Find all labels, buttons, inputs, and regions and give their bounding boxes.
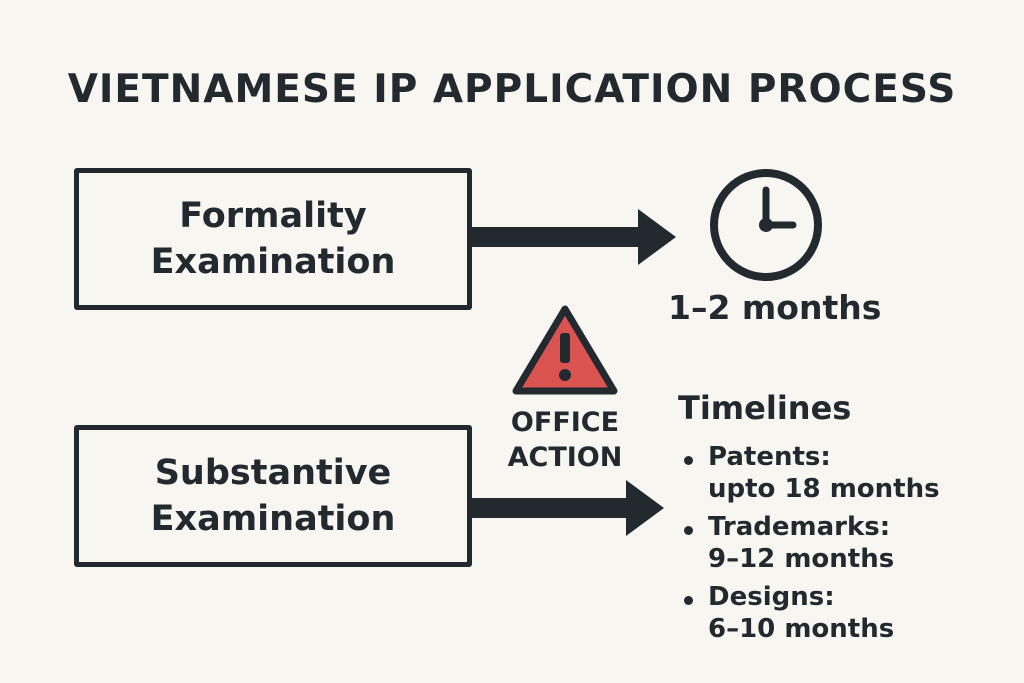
timeline-item-label: Patents: xyxy=(708,442,831,472)
formality-examination-label: Formality Examination xyxy=(150,196,396,282)
substantive-examination-label: Substantive Examination xyxy=(150,453,396,539)
formality-duration: 1–2 months xyxy=(668,288,882,327)
timeline-item-label: Trademarks: xyxy=(708,512,891,542)
timeline-item-designs: Designs: 6–10 months xyxy=(680,581,1010,645)
warning-icon xyxy=(512,305,618,395)
formality-examination-box: Formality Examination xyxy=(74,168,472,310)
arrow-right-icon xyxy=(468,209,676,265)
bullet-icon xyxy=(684,526,693,535)
substantive-examination-box: Substantive Examination xyxy=(74,425,472,567)
timeline-item-value: 6–10 months xyxy=(708,614,895,644)
timelines-heading: Timelines xyxy=(678,389,852,427)
arrow-right-icon xyxy=(468,480,664,536)
bullet-icon xyxy=(684,456,693,465)
diagram-title: VIETNAMESE IP APPLICATION PROCESS xyxy=(67,67,957,112)
timeline-item-value: upto 18 months xyxy=(708,474,940,504)
timeline-item-value: 9–12 months xyxy=(708,544,895,574)
office-action-label: OFFICE ACTION xyxy=(507,407,623,473)
timelines-list: Patents: upto 18 months Trademarks: 9–12… xyxy=(680,441,1010,651)
timeline-item-patents: Patents: upto 18 months xyxy=(680,441,1010,505)
timeline-item-trademarks: Trademarks: 9–12 months xyxy=(680,511,1010,575)
clock-icon xyxy=(710,169,822,281)
timeline-item-label: Designs: xyxy=(708,582,835,612)
bullet-icon xyxy=(684,596,693,605)
